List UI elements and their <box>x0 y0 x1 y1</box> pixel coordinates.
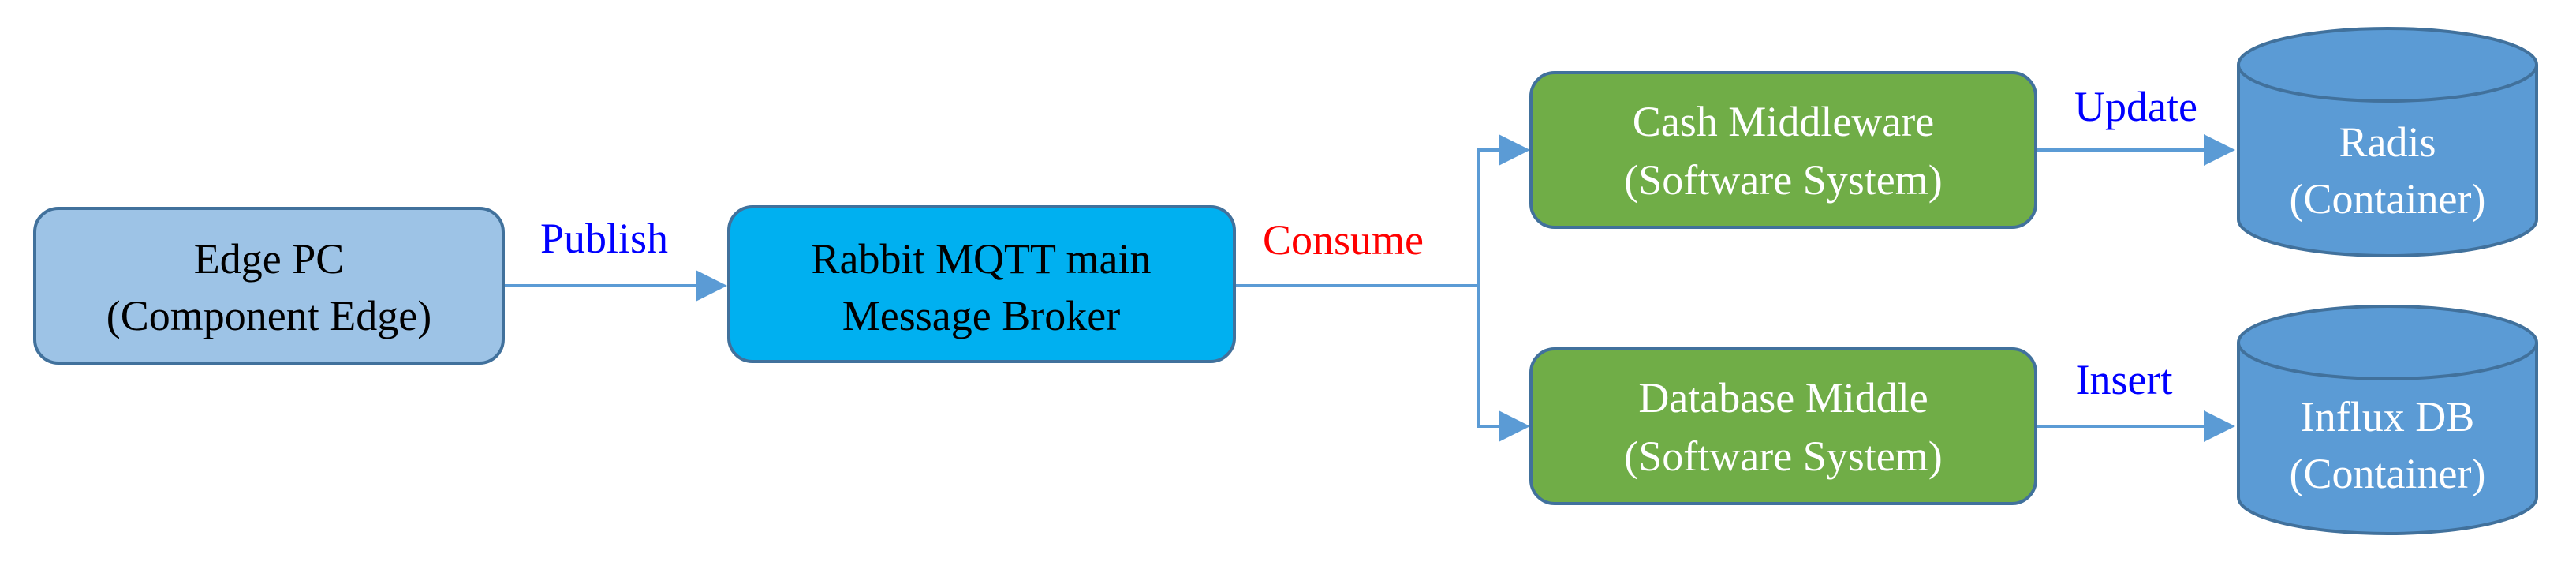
update-label: Update <box>2074 83 2197 130</box>
influx-db-container-node: Influx DB (Container) <box>2237 305 2538 535</box>
consume-branch-line-lower <box>1477 286 1530 442</box>
cash-middleware-subtitle: (Software System) <box>1624 156 1942 204</box>
broker-node: Rabbit MQTT main Message Broker <box>727 205 1236 363</box>
broker-title: Rabbit MQTT main <box>812 235 1152 283</box>
cash-middleware-node: Cash Middleware (Software System) <box>1529 71 2037 229</box>
database-middle-title: Database Middle <box>1638 374 1928 422</box>
consume-label: Consume <box>1263 216 1424 264</box>
influx-db-title: Influx DB <box>2301 393 2474 440</box>
edge-pc-title: Edge PC <box>194 235 345 283</box>
radis-container-node: Radis (Container) <box>2237 27 2538 257</box>
database-middle-node: Database Middle (Software System) <box>1529 347 2037 505</box>
publish-label: Publish <box>540 215 668 262</box>
insert-label: Insert <box>2076 356 2173 403</box>
broker-subtitle: Message Broker <box>842 292 1120 339</box>
radis-title: Radis <box>2339 118 2436 166</box>
database-middle-subtitle: (Software System) <box>1624 433 1942 480</box>
connectors <box>505 134 2235 442</box>
edge-pc-subtitle: (Component Edge) <box>106 292 431 339</box>
consume-branch-line <box>1234 134 1530 287</box>
edge-pc-node: Edge PC (Component Edge) <box>33 207 505 365</box>
radis-subtitle: (Container) <box>2290 175 2486 223</box>
cash-middleware-title: Cash Middleware <box>1633 98 1934 145</box>
influx-db-subtitle: (Container) <box>2290 450 2486 497</box>
